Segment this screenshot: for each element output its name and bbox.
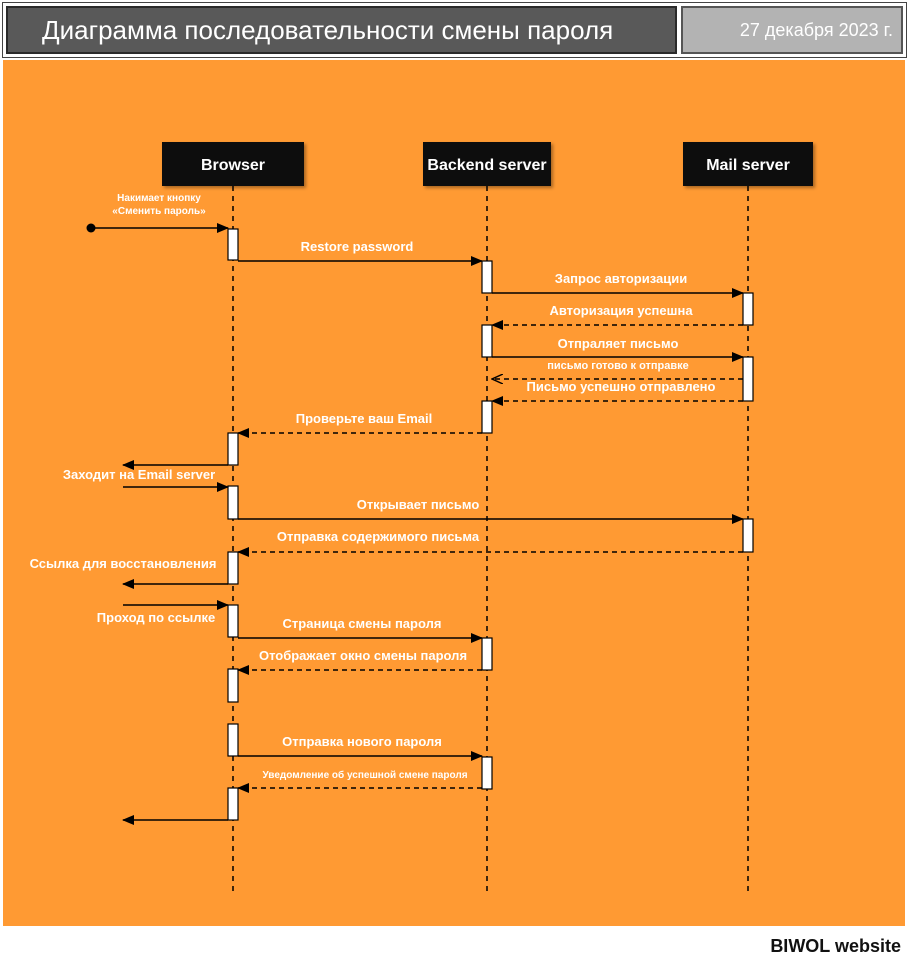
message-label: письмо готово к отправке — [547, 360, 689, 372]
message-label: Отправка содержимого письма — [277, 529, 480, 544]
start-dot — [86, 223, 96, 233]
message-label: Открывает письмо — [357, 497, 480, 512]
message-label: Страница смены пароля — [283, 616, 442, 631]
activation-bar — [481, 756, 493, 790]
sequence-diagram: Browser Backend server Mail serverНакимает… — [30, 142, 813, 892]
actor-box-backend — [423, 142, 551, 186]
activation-bar — [481, 324, 493, 358]
activation-bar — [227, 604, 239, 638]
actor-label-browser: Browser — [201, 157, 265, 174]
activation-bar — [481, 637, 493, 671]
activation-bar — [227, 485, 239, 520]
message-label: Отправка нового пароля — [282, 734, 442, 749]
activation-bar — [227, 723, 239, 757]
activation-bar — [227, 668, 239, 703]
message-label: Уведомление об успешной смене пароля — [262, 769, 467, 781]
page-title: Диаграмма последовательности смены парол… — [6, 6, 677, 54]
message-label: Отображает окно смены пароля — [259, 648, 467, 663]
message-label: Restore password — [301, 239, 414, 254]
message-label: Письмо успешно отправлено — [527, 379, 716, 394]
message-label: Ссылка для восстановления — [30, 556, 217, 571]
actor-label-mail: Mail server — [706, 157, 790, 174]
actor-box-mail — [683, 142, 813, 186]
activation-bar — [227, 228, 239, 261]
message-label: Отпраляет письмо — [558, 336, 679, 351]
activation-bar — [227, 551, 239, 585]
actor-box-browser — [162, 142, 304, 186]
message-label: Заходит на Email server — [63, 467, 215, 482]
message-label: Запрос авторизации — [555, 271, 687, 286]
date-label: 27 декабря 2023 г. — [681, 6, 903, 54]
message-label: Проход по ссылке — [97, 610, 215, 625]
activation-bar — [481, 400, 493, 434]
footer-credit: BIWOL website — [770, 936, 901, 956]
activation-bar — [481, 260, 493, 294]
activation-bar — [227, 787, 239, 821]
header-bar: Диаграмма последовательности смены парол… — [2, 2, 907, 58]
message-label: Накимает кнопку«Сменить пароль» — [112, 193, 206, 217]
activation-bar — [742, 292, 754, 326]
actor-label-backend: Backend server — [427, 157, 546, 174]
activation-bar — [227, 432, 239, 466]
activation-bar — [742, 518, 754, 553]
activation-bar — [742, 356, 754, 402]
message-label: Авторизация успешна — [549, 303, 693, 318]
message-label: Проверьте ваш Email — [296, 411, 432, 426]
